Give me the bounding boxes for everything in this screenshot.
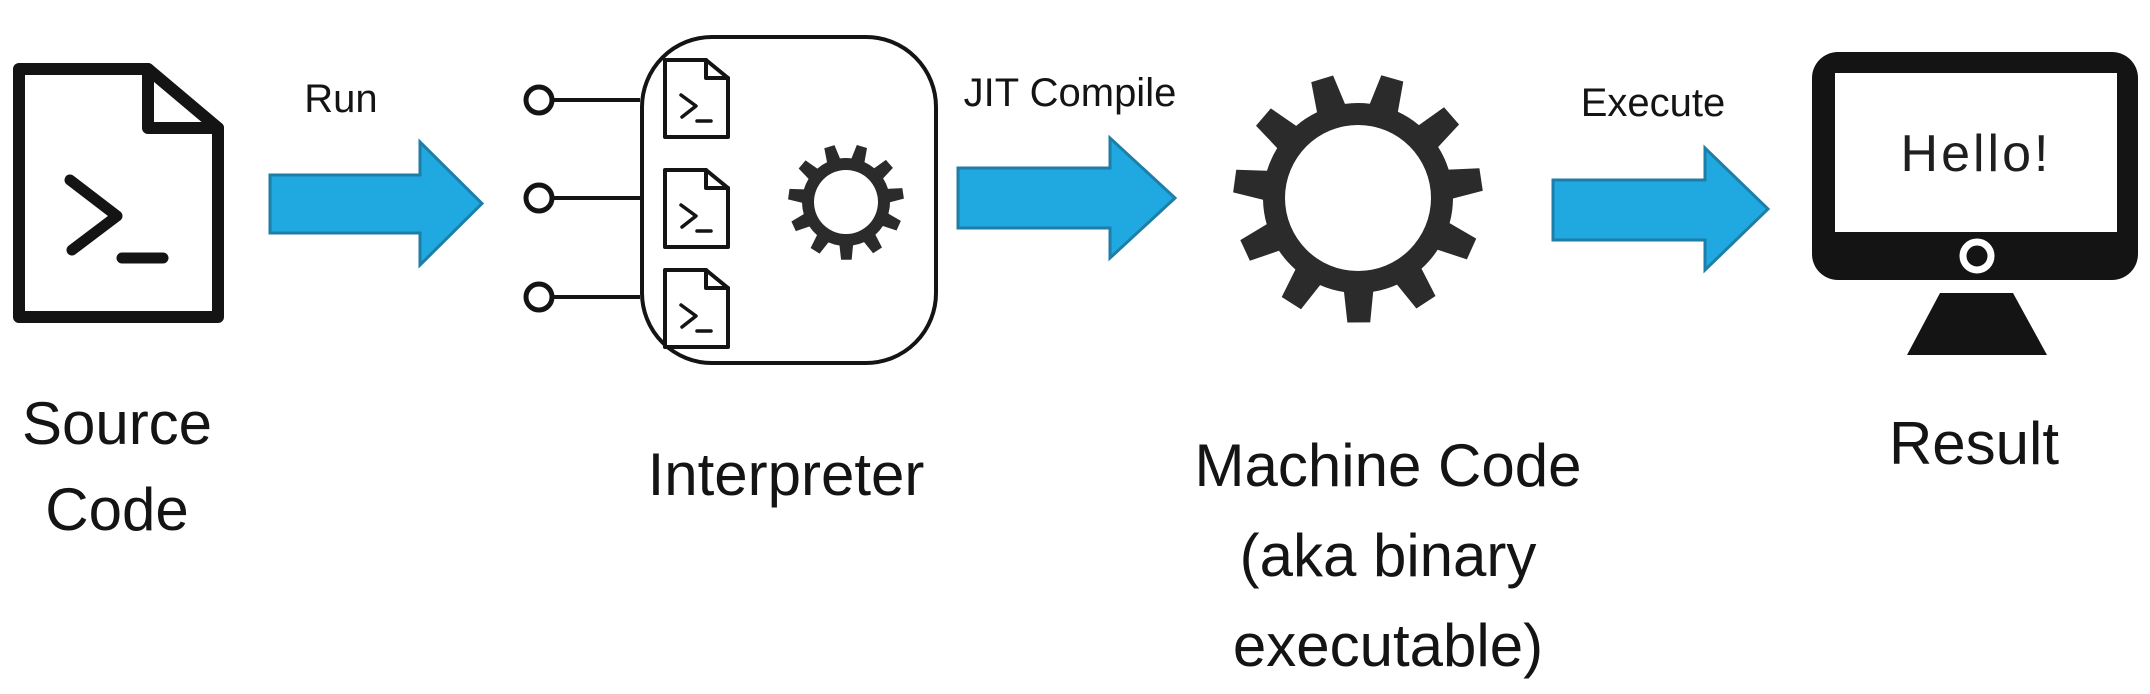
machine-code-label-line1: Machine Code	[1194, 432, 1582, 499]
execute-arrow-icon	[1551, 144, 1771, 274]
machine-code-gear-icon	[1233, 75, 1483, 323]
script-file-icon	[663, 268, 730, 349]
machine-code-label: Machine Code (aka binary executable)	[1188, 421, 1588, 691]
terminal-script-file-icon	[13, 63, 224, 323]
script-file-icon	[663, 168, 730, 249]
connector-node-icon	[523, 84, 555, 116]
connector-node-icon	[523, 182, 555, 214]
interpreter-label: Interpreter	[647, 441, 925, 508]
execute-arrow-label: Execute	[1580, 81, 1726, 125]
monitor-camera-icon	[1959, 238, 1995, 274]
result-label: Result	[1888, 410, 2060, 477]
run-arrow-label: Run	[304, 77, 378, 121]
machine-code-label-line2: (aka binary	[1239, 522, 1537, 589]
monitor-screen-text: Hello!	[1900, 125, 2052, 183]
jit-compile-arrow-icon	[956, 134, 1178, 262]
monitor-screen	[1835, 73, 2117, 232]
interpreter-gear-icon	[788, 145, 904, 260]
machine-code-label-line3: executable)	[1232, 612, 1544, 679]
monitor-stand	[1907, 293, 2047, 355]
source-code-label-line2: Code	[45, 476, 189, 543]
run-arrow-icon	[268, 138, 485, 269]
prompt-chevron-icon	[64, 174, 123, 256]
connector-node-icon	[523, 281, 555, 313]
jit-compile-arrow-label: JIT Compile	[963, 71, 1177, 115]
script-file-icon	[663, 58, 730, 139]
monitor-icon	[1812, 52, 2138, 355]
source-code-label: Source Code	[17, 381, 217, 553]
source-code-label-line1: Source	[21, 390, 213, 457]
